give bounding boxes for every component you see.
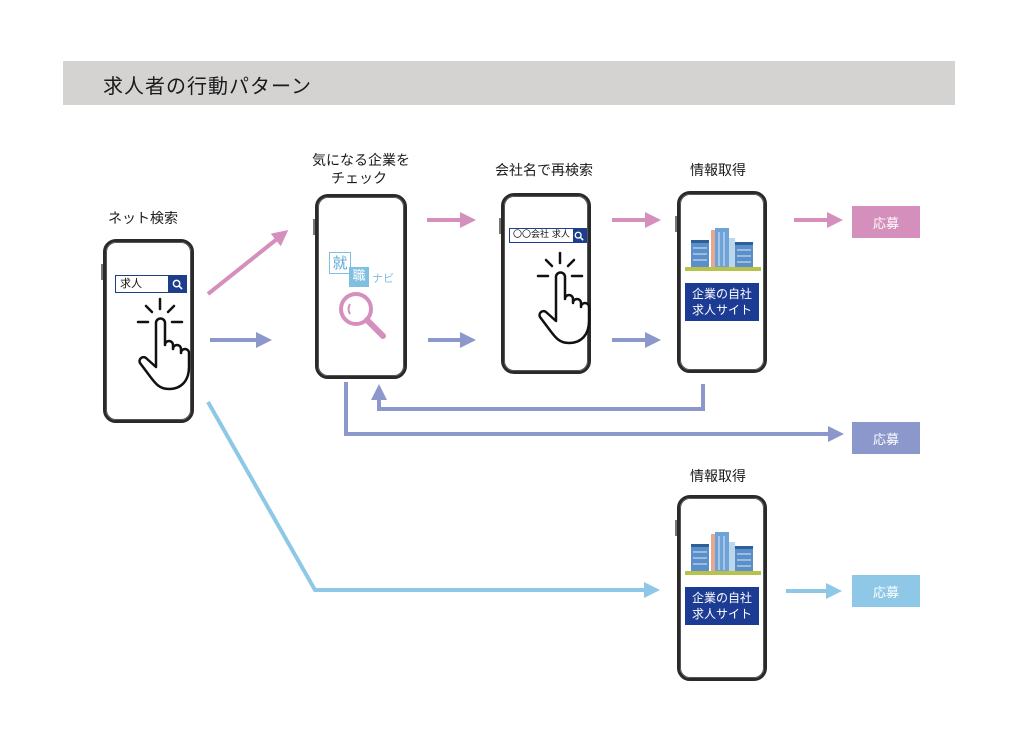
search-box[interactable]: 〇〇会社 求人	[509, 228, 587, 243]
search-icon	[172, 279, 183, 290]
arrow-blue-1	[206, 401, 660, 598]
phone-side-button	[675, 216, 677, 232]
logo-char-2: 職	[349, 267, 369, 287]
apply-box-purple[interactable]: 応募	[852, 422, 920, 454]
site-line-2: 求人サイト	[691, 607, 752, 621]
logo-char-1: 就	[329, 252, 351, 274]
label-check-company-2: チェック	[331, 171, 387, 187]
site-line-2: 求人サイト	[691, 303, 752, 317]
phone-company-site-top: 企業の自社 求人サイト	[675, 191, 767, 373]
buildings-icon	[685, 532, 761, 575]
label-net-search: ネット検索	[108, 211, 178, 227]
phone-side-button	[499, 218, 501, 234]
page-title: 求人者の行動パターン	[103, 74, 312, 98]
label-research-by-name: 会社名で再検索	[495, 163, 593, 179]
search-input[interactable]: 求人	[120, 277, 142, 290]
phone-company-site-bottom: 企業の自社 求人サイト	[675, 495, 767, 681]
search-icon	[575, 231, 585, 241]
tap-hand-icon	[136, 297, 191, 391]
arrow-purple-apply	[344, 382, 844, 442]
company-site-banner[interactable]: 企業の自社 求人サイト	[685, 283, 759, 321]
phone-side-button	[675, 520, 677, 536]
phone-side-button	[101, 264, 103, 280]
site-line-1: 企業の自社	[691, 591, 752, 605]
phone-research: 〇〇会社 求人	[499, 193, 591, 374]
buildings-icon	[685, 228, 761, 271]
search-box[interactable]: 求人	[115, 275, 187, 293]
label-info-get-top: 情報取得	[690, 163, 746, 179]
arrow-pink-1	[206, 230, 289, 296]
search-input[interactable]: 〇〇会社 求人	[513, 230, 570, 240]
apply-box-pink[interactable]: 応募	[852, 206, 920, 238]
logo-suffix: ナビ	[372, 272, 394, 285]
label-check-company-1: 気になる企業を	[312, 153, 410, 169]
company-site-banner[interactable]: 企業の自社 求人サイト	[685, 587, 759, 625]
magnifier-icon	[339, 292, 386, 339]
phone-job-navi: 就 職 ナビ	[313, 194, 407, 379]
tap-hand-icon	[536, 251, 591, 345]
phone-side-button	[313, 219, 315, 235]
site-line-1: 企業の自社	[691, 287, 752, 301]
apply-box-blue[interactable]: 応募	[852, 575, 920, 607]
arrow-purple-loop	[371, 384, 705, 411]
search-button[interactable]	[168, 276, 186, 292]
search-button[interactable]	[572, 229, 586, 242]
title-bar: 求人者の行動パターン	[63, 61, 955, 105]
label-info-get-bottom: 情報取得	[690, 469, 746, 485]
phone-net-search: 求人	[101, 239, 194, 423]
